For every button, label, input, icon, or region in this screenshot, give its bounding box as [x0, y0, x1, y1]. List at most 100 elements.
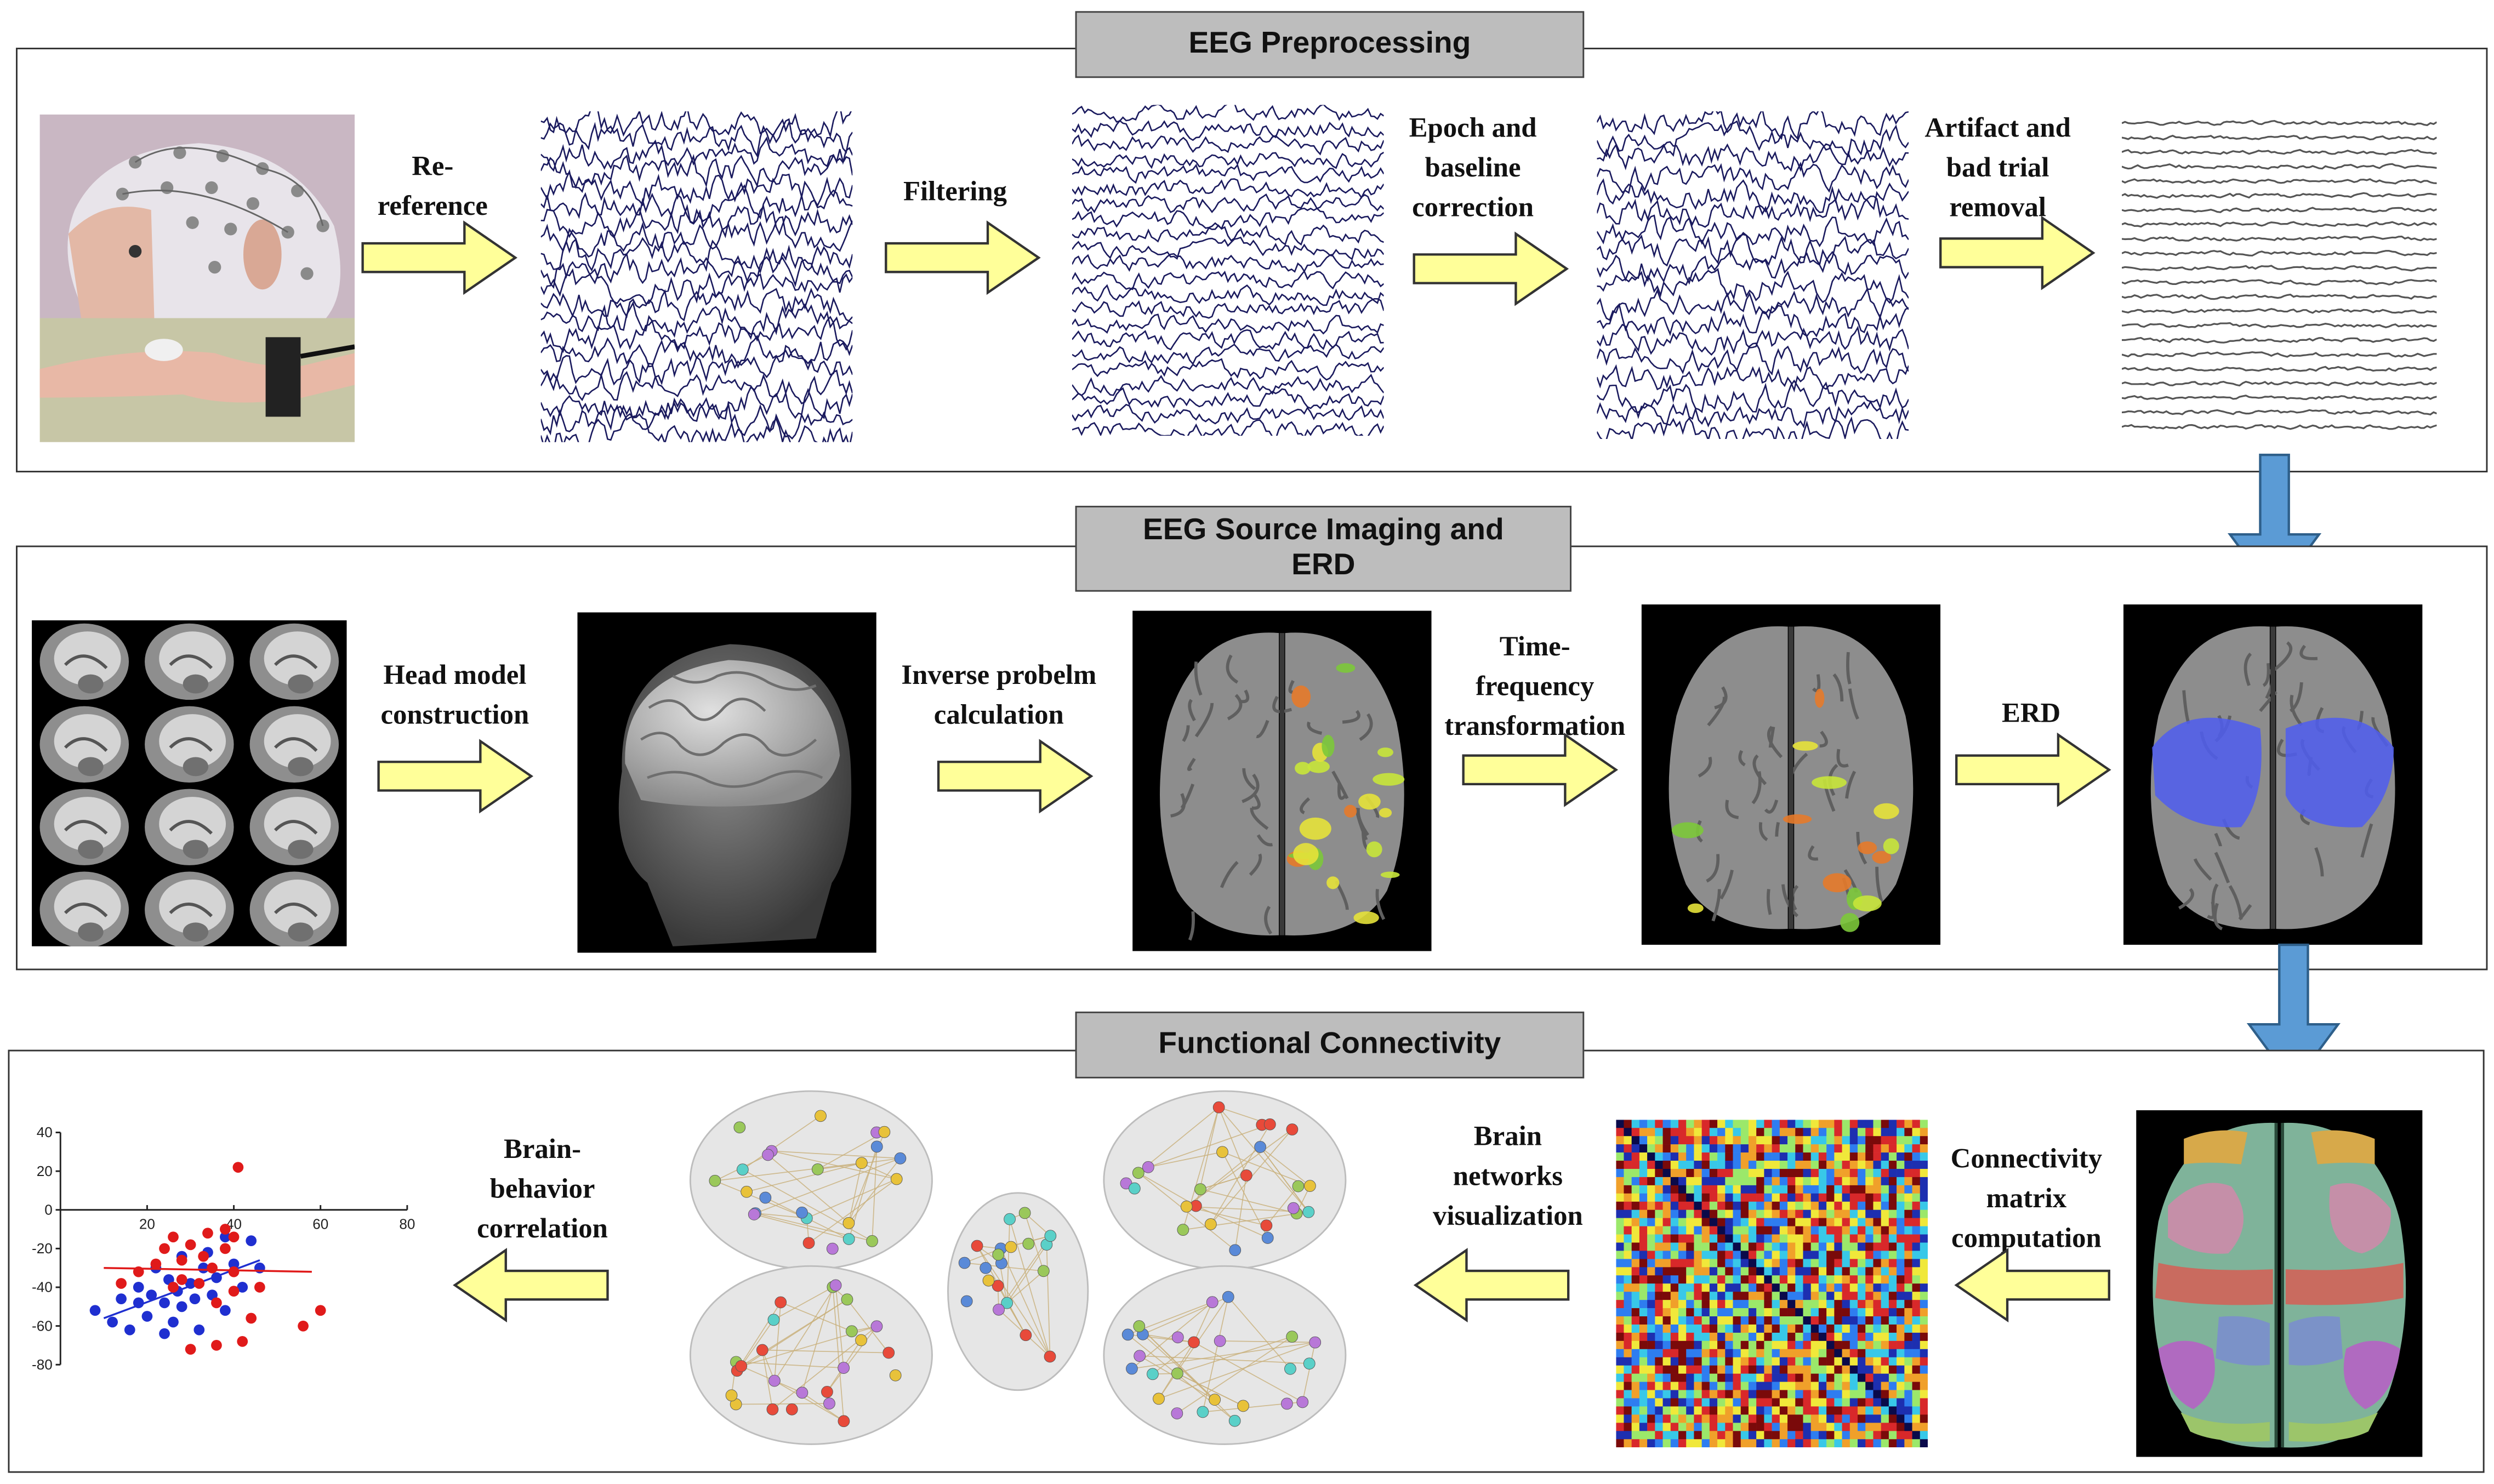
scatter-point: [89, 1305, 101, 1316]
eeg-trace: [1072, 253, 1384, 273]
eeg-trace: [540, 347, 853, 386]
scatter-point: [246, 1235, 257, 1247]
scatter-point: [228, 1258, 240, 1270]
eeg-trace: [540, 268, 853, 305]
y-tick-label: -20: [32, 1240, 53, 1257]
eeg-trace: [2122, 265, 2437, 272]
eeg-trace: [540, 184, 853, 225]
eeg-trace: [1597, 214, 1909, 248]
scatter-point: [146, 1289, 157, 1301]
eeg-trace: [1072, 284, 1384, 306]
scatter-point: [193, 1278, 205, 1289]
eeg-trace: [1072, 207, 1384, 230]
eeg-trace: [540, 204, 853, 239]
mri-slice: [249, 871, 339, 946]
eeg-trace: [1597, 120, 1909, 158]
eeg-trace: [2122, 308, 2437, 314]
step-artifact: Artifact and bad trial removal: [1924, 111, 2071, 223]
scatter-point: [228, 1286, 240, 1297]
eeg-trace: [540, 386, 853, 422]
eeg-trace: [1072, 178, 1384, 199]
eeg-trace: [2122, 134, 2437, 141]
eeg-trace: [1597, 195, 1909, 228]
eeg-trace: [1597, 416, 1909, 440]
scatter-point: [220, 1305, 231, 1316]
scatter-point: [124, 1324, 135, 1335]
eeg-trace: [1072, 298, 1384, 319]
connectivity-matrix: [1616, 1120, 1928, 1448]
scatter-point: [168, 1231, 179, 1243]
eeg-trace: [1597, 178, 1909, 213]
filtered-eeg-traces: [1072, 105, 1384, 436]
eeg-trace: [1597, 364, 1909, 393]
scatter-point: [220, 1224, 231, 1235]
step-conn-matrix: Connectivity matrix computation: [1950, 1141, 2103, 1254]
eeg-trace: [1597, 161, 1909, 194]
eeg-trace: [540, 237, 853, 274]
eeg-trace: [1597, 400, 1909, 429]
brain-erd-map: [2123, 604, 2423, 945]
arrow-brain-behavior: [452, 1247, 611, 1323]
mri-slice: [249, 623, 339, 700]
scatter-point: [315, 1305, 326, 1316]
mri-slice: [39, 623, 129, 700]
mri-slice: [39, 789, 129, 865]
x-tick-label: 20: [139, 1216, 155, 1232]
step-epoch: Epoch and baseline correction: [1409, 111, 1537, 223]
scatter-point: [159, 1297, 170, 1309]
scatter-point: [246, 1312, 257, 1324]
scatter-point: [237, 1282, 248, 1293]
mri-slice: [39, 706, 129, 783]
scatter-point: [211, 1339, 222, 1351]
mri-slice: [145, 871, 234, 946]
eeg-trace: [540, 413, 853, 442]
eeg-trace: [2122, 278, 2437, 286]
scatter-point: [159, 1328, 170, 1339]
eeg-trace: [1597, 141, 1909, 172]
network-view: [689, 1090, 933, 1270]
eeg-trace: [2122, 149, 2437, 156]
network-view: [1103, 1265, 1347, 1445]
eeg-trace: [2122, 366, 2437, 372]
y-tick-label: -80: [32, 1356, 53, 1373]
network-view: [1103, 1090, 1347, 1270]
mri-slice: [249, 706, 339, 783]
eeg-trace: [2122, 351, 2437, 358]
eeg-trace: [540, 216, 853, 258]
scatter-point: [211, 1297, 222, 1309]
scatter-point: [185, 1239, 196, 1251]
scatter-point: [159, 1243, 170, 1254]
mri-slice: [145, 706, 234, 783]
x-tick-label: 80: [399, 1216, 415, 1232]
eeg-trace: [1072, 329, 1384, 351]
scatter-point: [228, 1231, 240, 1243]
eeg-trace: [2122, 395, 2437, 401]
eeg-trace: [1597, 111, 1909, 140]
y-tick-label: -60: [32, 1317, 53, 1334]
eeg-trace: [2122, 322, 2437, 328]
eeg-trace: [2122, 235, 2437, 242]
eeg-trace: [1072, 236, 1384, 260]
eeg-trace: [1072, 313, 1384, 335]
eeg-trace: [2122, 409, 2437, 416]
eeg-trace: [1072, 343, 1384, 366]
scatter-point: [176, 1301, 187, 1312]
arrow-conn-matrix: [1953, 1247, 2112, 1323]
eeg-trace: [1072, 373, 1384, 397]
eeg-trace: [2122, 336, 2437, 344]
eeg-trace: [1072, 151, 1384, 169]
scatter-point: [176, 1254, 187, 1266]
eeg-trace: [540, 153, 853, 189]
eeg-trace: [1597, 302, 1909, 338]
scatter-point: [133, 1282, 144, 1293]
brain-top-3: [2123, 604, 2423, 945]
eeg-trace: [540, 301, 853, 340]
eeg-trace: [2122, 192, 2437, 199]
y-tick-label: 40: [37, 1124, 53, 1140]
step-inverse: Inverse probelm calculation: [901, 658, 1097, 730]
step-filtering: Filtering: [903, 175, 1007, 207]
clean-eeg-traces: [2122, 114, 2437, 433]
eeg-trace: [2122, 207, 2437, 213]
network-view: [689, 1265, 933, 1445]
scatter-point: [237, 1336, 248, 1347]
